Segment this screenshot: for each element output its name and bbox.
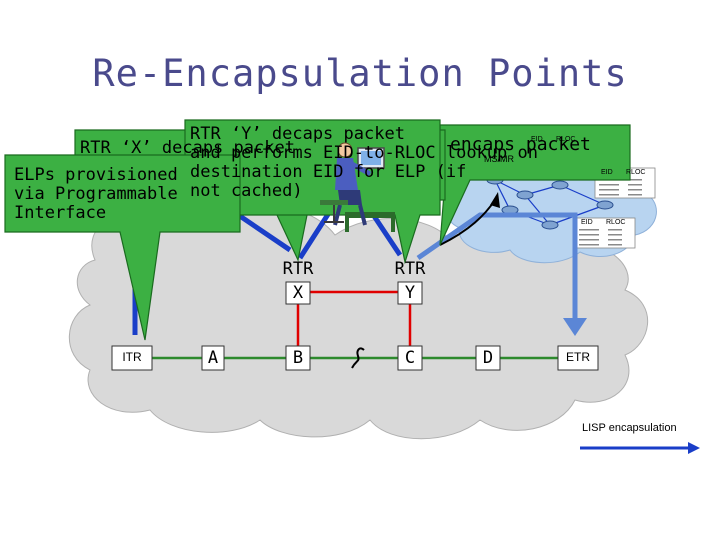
table-3-eid-label: EID	[581, 219, 593, 226]
callout-rtr-y-line-2: and performs EID-to-RLOC lookup on	[190, 143, 538, 163]
legend-arrowhead	[688, 442, 700, 454]
callout-rtr-y-line-3: destination EID for ELP (if	[190, 162, 467, 182]
table-3-rloc-label: RLOC	[606, 219, 626, 226]
node-box-x[interactable]	[285, 281, 311, 305]
table-2-eid-label: EID	[601, 169, 613, 176]
broken-link-icon	[351, 347, 365, 369]
node-b-label: B	[292, 348, 304, 368]
operator-figure-icon	[320, 142, 395, 232]
callout-rtr-y-line-1: RTR ‘Y’ decaps packet	[190, 124, 405, 144]
callout-rtr-y-text: RTR ‘Y’ decaps packet and performs EID-t…	[190, 125, 538, 201]
encap-arrow-rtr-y-etr	[416, 212, 578, 322]
itr-label: ITR	[122, 350, 142, 364]
node-box-a[interactable]	[201, 345, 225, 371]
node-box-etr[interactable]	[557, 345, 599, 371]
node-box-y[interactable]	[397, 281, 423, 305]
node-d-label: D	[482, 348, 494, 368]
slide-title: Re-Encapsulation Points	[92, 52, 628, 95]
callout-elps-line-1: ELPs provisioned	[14, 165, 178, 185]
node-c-label: C	[404, 348, 416, 368]
etr-arrowhead	[563, 318, 587, 336]
table-1-rloc-label: RLOC	[556, 136, 576, 143]
callout-elps	[4, 154, 241, 341]
rtr-y-top-label: RTR	[394, 259, 426, 279]
rtr-x-label: X	[292, 283, 304, 303]
ms-mr-label: MS/MR	[484, 154, 514, 164]
table-1-eid-label: EID	[531, 136, 543, 143]
node-a-label: A	[207, 348, 219, 368]
callout-rtr-y-line-4: not cached)	[190, 181, 303, 201]
rtr-y-label: Y	[404, 283, 416, 303]
lookup-arrowhead-2	[490, 192, 500, 208]
callout-elps-line-2: via Programmable	[14, 184, 178, 204]
table-2-rloc-label: RLOC	[626, 169, 646, 176]
callout-rtr-x-text: RTR ‘X’ decaps packet	[80, 138, 295, 158]
legend-label: LISP encapsulation	[582, 422, 677, 434]
node-box-c[interactable]	[397, 345, 423, 371]
callout-encaps-text: encaps packet	[450, 134, 591, 155]
node-box-itr[interactable]	[111, 345, 153, 371]
callout-elps-line-3: Interface	[14, 203, 107, 223]
callout-elps-text: ELPs provisioned via Programmable Interf…	[14, 166, 178, 223]
rtr-x-top-label: RTR	[282, 259, 314, 279]
etr-label: ETR	[566, 350, 590, 364]
node-box-d[interactable]	[475, 345, 501, 371]
node-box-b[interactable]	[285, 345, 311, 371]
